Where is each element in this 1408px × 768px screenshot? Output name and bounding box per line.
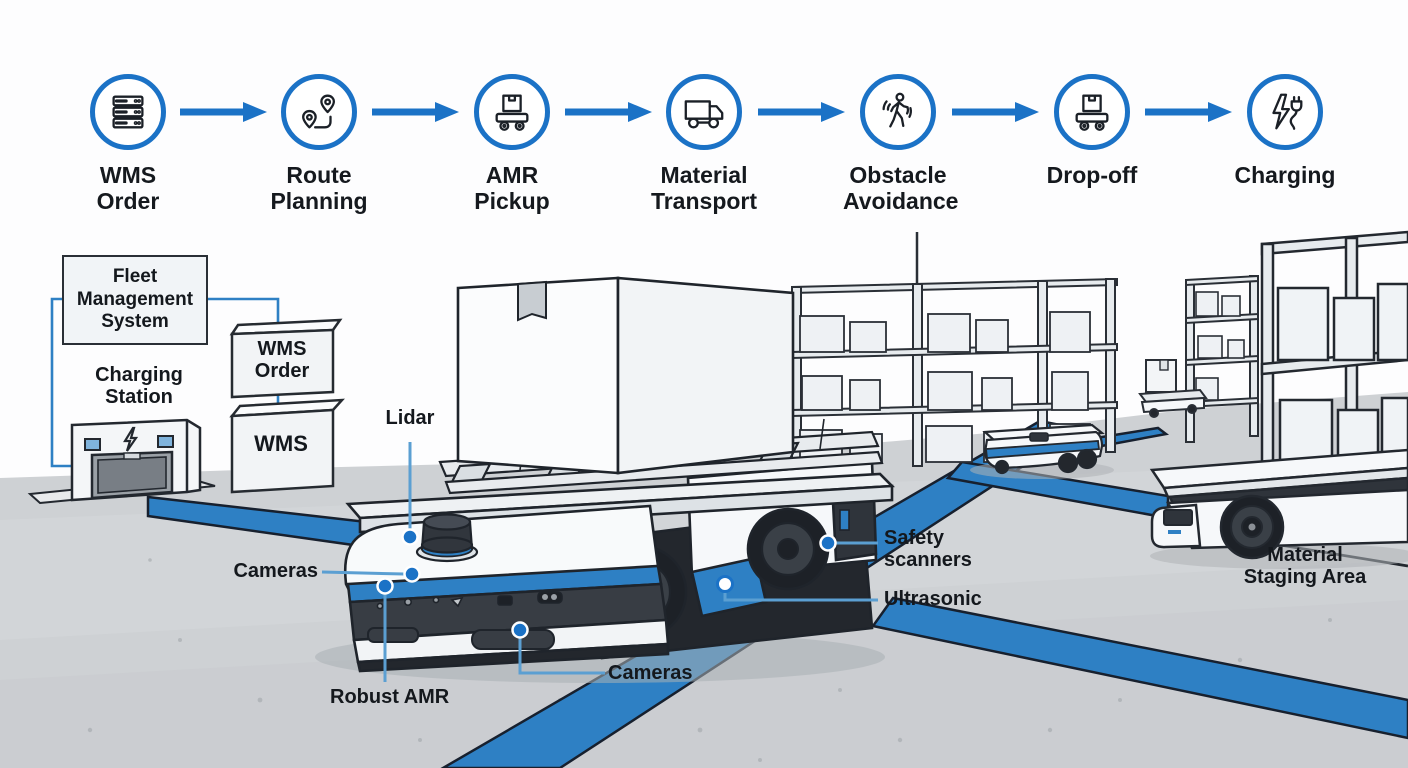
lidar-label: Lidar — [385, 407, 435, 429]
flow-arrow-icon — [758, 102, 845, 122]
ultrasonic-label: Ultrasonic — [884, 588, 982, 610]
amr-cart-icon — [495, 94, 529, 131]
flow-label: WMS Order — [96, 162, 160, 215]
charging-bolt-plug-icon — [1272, 93, 1303, 130]
small-amr-with-pallet — [1138, 359, 1208, 418]
flow-label: Obstacle Avoidance — [843, 162, 959, 215]
wms-box-label: WMS — [254, 431, 308, 456]
flow-label: Material Transport — [650, 162, 758, 215]
flow-arrow-icon — [565, 102, 652, 122]
fleet-management-system-label: Fleet Management System — [76, 266, 194, 333]
ultrasonic-leader — [723, 592, 878, 602]
bolt-glyph — [123, 426, 139, 452]
flow-label: Drop-off — [1046, 162, 1138, 188]
safety-scanners-label: Safety scanners — [884, 527, 972, 572]
flow-circle — [860, 74, 936, 150]
box-tape — [517, 280, 547, 322]
fleet-management-system-box: Fleet Management System — [62, 255, 208, 345]
dropoff-cart-icon — [1075, 94, 1109, 131]
robust-amr-dot — [376, 577, 394, 595]
middle-small-amr — [982, 423, 1105, 475]
flow-circle — [666, 74, 742, 150]
cameras-lower-label: Cameras — [608, 662, 693, 684]
flow-step-drop-off: Drop-off — [1037, 74, 1147, 188]
charging-station-label: Charging Station — [95, 364, 183, 409]
cameras-lower-leader — [518, 637, 605, 675]
flow-step-charging: Charging — [1230, 74, 1340, 188]
right-robot-shadow — [1150, 543, 1408, 569]
material-staging-area-label: Material Staging Area — [1243, 544, 1367, 589]
right-platform-robot — [1149, 448, 1408, 560]
wms-boxes — [229, 318, 345, 494]
flow-label: Charging — [1234, 162, 1336, 188]
flow-circle — [1247, 74, 1323, 150]
flow-circle — [281, 74, 357, 150]
charging-station — [27, 418, 216, 505]
ultrasonic-dot — [716, 575, 734, 593]
safety-dot — [819, 534, 837, 552]
flow-step-obstacle-avoidance: Obstacle Avoidance — [843, 74, 959, 215]
cameras-lower-dot — [511, 621, 529, 639]
callout-leaders — [321, 442, 878, 682]
flow-step-route-planning: Route Planning — [264, 74, 374, 214]
pedestrian-icon — [882, 92, 912, 128]
cargo-box — [456, 276, 795, 475]
cameras-front-leader — [321, 570, 405, 576]
truck-icon — [684, 100, 724, 129]
path-bottom-right — [870, 596, 1408, 740]
flow-circle — [1054, 74, 1130, 150]
flow-label: Route Planning — [270, 162, 368, 215]
wms-order-box-label: WMS Order — [254, 338, 310, 383]
main-amr-robot — [343, 276, 895, 673]
callout-dots — [376, 528, 837, 639]
route-planning-icon — [302, 94, 336, 129]
flow-arrow-icon — [180, 102, 267, 122]
flow-circle — [474, 74, 550, 150]
flow-arrow-icon — [952, 102, 1039, 122]
flow-step-wms-order: WMS Order — [73, 74, 183, 214]
cameras-front-dot — [403, 565, 421, 583]
cameras-front-label: Cameras — [233, 560, 318, 582]
flow-step-material-transport: Material Transport — [649, 74, 759, 214]
lidar-sensor — [415, 513, 479, 563]
flow-label: AMR Pickup — [474, 162, 550, 215]
flow-step-amr-pickup: AMR Pickup — [457, 74, 567, 214]
flow-arrow-icon — [1145, 102, 1232, 122]
flow-arrow-icon — [372, 102, 459, 122]
flow-circle — [90, 74, 166, 150]
robust-amr-label: Robust AMR — [330, 686, 450, 708]
lidar-dot — [401, 528, 419, 546]
server-icon — [112, 95, 144, 129]
